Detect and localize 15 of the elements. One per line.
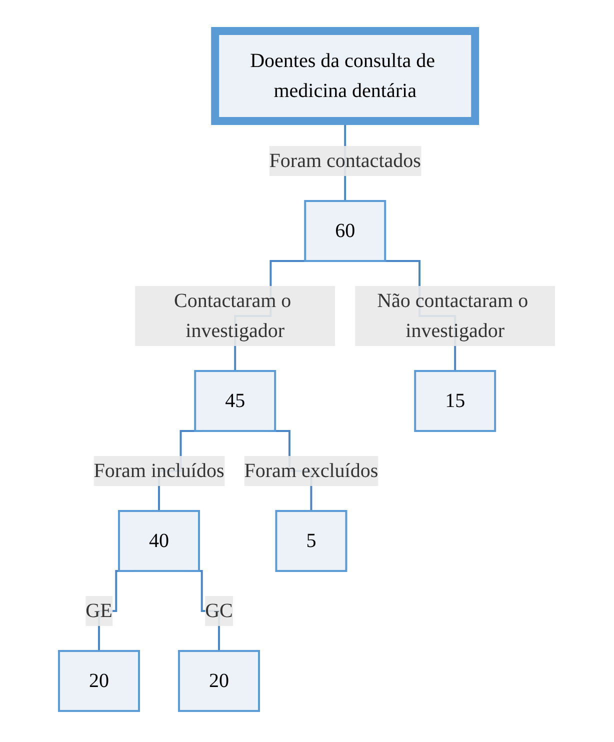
edge-label: Foram excluídos — [244, 460, 378, 482]
edge-label: Contactaram o investigador — [174, 290, 292, 342]
node-box: 20 — [178, 650, 260, 712]
edge-label: Foram incluídos — [94, 460, 224, 482]
edge-label: GE — [86, 600, 112, 622]
edge-label: GC — [205, 600, 233, 622]
node-box: Doentes da consulta de medicina dentária — [211, 27, 480, 125]
node-box: 5 — [275, 510, 348, 572]
node-box: 60 — [304, 200, 386, 262]
node-box: 15 — [414, 370, 496, 432]
node-box: 20 — [58, 650, 140, 712]
node-box: 40 — [118, 510, 200, 572]
edge-label: Foram contactados — [269, 150, 421, 172]
edge-label: Não contactaram o investigador — [377, 290, 528, 342]
node-box: 45 — [194, 370, 276, 432]
